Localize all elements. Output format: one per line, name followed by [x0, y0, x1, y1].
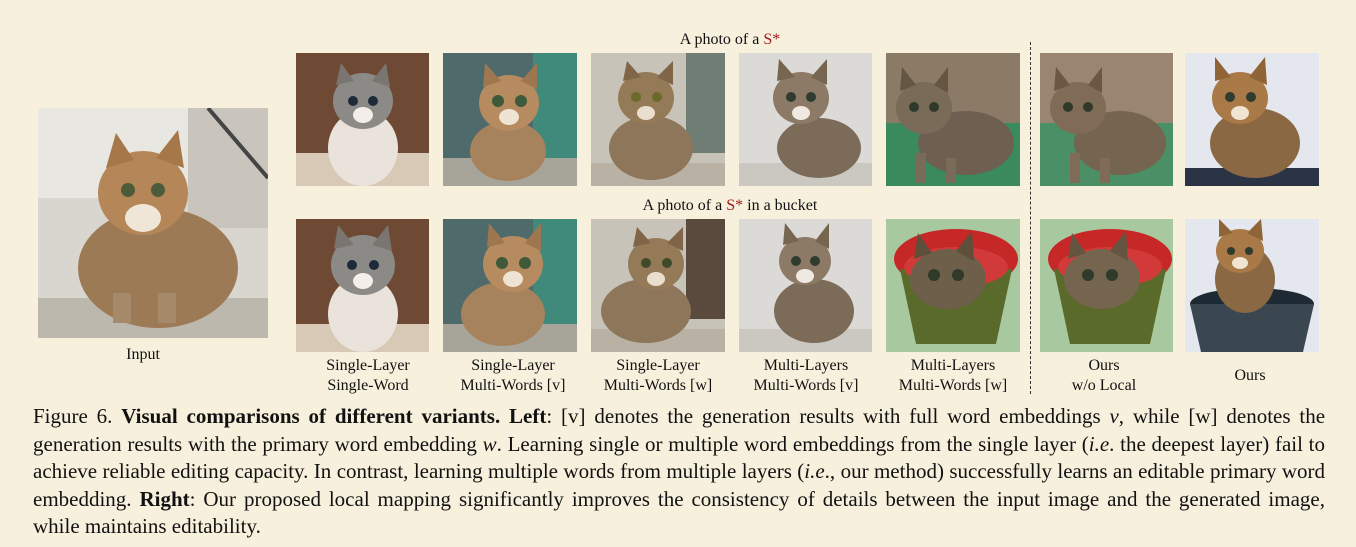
row1-col3-photo	[591, 53, 725, 186]
row2-col3-photo	[591, 219, 725, 352]
kitten-image	[443, 53, 577, 186]
figure-caption: Figure 6. Visual comparisons of differen…	[33, 403, 1325, 541]
s-token: S*	[726, 197, 744, 214]
column-label-line: Single-Layer	[471, 357, 555, 374]
caption-ie: i.e	[804, 459, 825, 484]
column-label-line: w/o Local	[1071, 377, 1137, 394]
row2-suffix: in a bucket	[743, 197, 818, 214]
dashed-divider	[1030, 42, 1031, 394]
column-label-line: Multi-Words [v]	[753, 377, 859, 394]
column-label-line: Single-Layer	[616, 357, 700, 374]
column-label-line: Multi-Words [w]	[603, 377, 713, 394]
input-kitten-photo	[38, 108, 268, 338]
s-token: S*	[763, 31, 781, 48]
row2-title: A photo of a S* in a bucket	[590, 197, 870, 215]
kitten-image	[443, 219, 577, 352]
row2-col7-photo	[1185, 219, 1319, 352]
row2-col5-photo	[886, 219, 1020, 352]
column-label-line: Multi-Layers	[763, 357, 849, 374]
row1-title: A photo of a S*	[600, 31, 860, 49]
column-label-line: Multi-Words [v]	[460, 377, 566, 394]
column-label-line: Ours	[1234, 367, 1266, 384]
kitten-image	[1185, 53, 1319, 186]
caption-text: , while [w] denotes the generation resul…	[33, 404, 1326, 456]
kitten-image	[591, 53, 725, 186]
caption-text: . Learning single or multiple word embed…	[496, 431, 1089, 456]
caption-text: . the deepest layer) fail to achieve rel…	[33, 431, 1326, 484]
column-label-line: Single-Layer	[326, 357, 410, 374]
column-label-line: Ours	[1088, 357, 1120, 374]
row1-col2-photo	[443, 53, 577, 186]
column-label-2: Single-Layer Multi-Words [v]	[443, 356, 583, 396]
row2-col4-photo	[739, 219, 872, 352]
row2-prefix: A photo of a	[642, 197, 727, 214]
kitten-image	[296, 219, 429, 352]
caption-left-word: Left	[509, 404, 547, 428]
kitten-image	[1040, 219, 1173, 352]
row1-col7-photo	[1185, 53, 1319, 186]
kitten-image	[591, 219, 725, 352]
caption-title: Visual comparisons of different variants…	[121, 404, 501, 428]
column-label-5: Multi-Layers Multi-Words [w]	[883, 356, 1023, 396]
kitten-image	[886, 53, 1020, 186]
math-var: w	[482, 431, 497, 456]
row1-col4-photo	[739, 53, 872, 186]
caption-right-word: Right	[139, 486, 190, 511]
kitten-image	[296, 53, 429, 186]
row2-col6-photo	[1040, 219, 1173, 352]
column-label-line: Single-Word	[327, 377, 409, 394]
caption-text: : [v] denotes the generation results wit…	[546, 404, 1110, 428]
kitten-image	[739, 219, 872, 352]
kitten-image	[886, 219, 1020, 352]
figure-number: Figure 6.	[33, 404, 113, 428]
kitten-image	[38, 108, 268, 338]
column-label-1: Single-Layer Single-Word	[298, 356, 438, 396]
row1-col6-photo	[1040, 53, 1173, 186]
caption-text: : Our proposed local mapping significant…	[33, 486, 1325, 539]
caption-ie: i.e	[1088, 431, 1110, 456]
kitten-image	[1040, 53, 1173, 186]
column-label-7: Ours	[1180, 366, 1320, 386]
row1-prefix: A photo of a	[679, 31, 764, 48]
kitten-image	[1185, 219, 1319, 352]
column-label-4: Multi-Layers Multi-Words [v]	[736, 356, 876, 396]
column-label-line: Multi-Words [w]	[898, 377, 1008, 394]
math-var: v	[1109, 404, 1119, 428]
column-label-6: Ours w/o Local	[1034, 356, 1174, 396]
row1-col1-photo	[296, 53, 429, 186]
input-label: Input	[126, 346, 160, 363]
column-label-line: Multi-Layers	[910, 357, 996, 374]
caption-text: ., our method) successfully learns an ed…	[33, 459, 1325, 511]
kitten-image	[739, 53, 872, 186]
row1-col5-photo	[886, 53, 1020, 186]
row2-col2-photo	[443, 219, 577, 352]
row2-col1-photo	[296, 219, 429, 352]
column-label-3: Single-Layer Multi-Words [w]	[588, 356, 728, 396]
